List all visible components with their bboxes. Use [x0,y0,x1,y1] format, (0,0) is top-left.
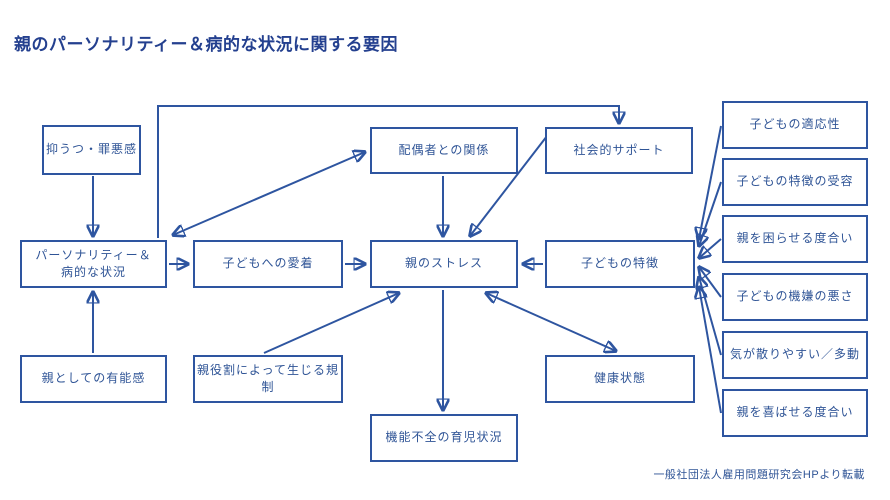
edge-personality-to-socialsupport [157,105,619,238]
node-personality: パーソナリティー＆ 病的な状況 [20,240,167,288]
edge-health-stress-both [486,293,616,351]
edge-troubling-to-childtraits [699,238,722,258]
edge-rolerestriction-to-stress [263,293,399,354]
node-role-restriction: 親役割によって生じる規制 [193,355,343,403]
node-acceptance: 子どもの特徴の受容 [722,158,868,206]
edge-adaptability-to-childtraits [699,125,722,239]
edge-acceptance-to-childtraits [699,181,722,246]
node-pleasing: 親を喜ばせる度合い [722,389,868,437]
node-child-traits: 子どもの特徴 [545,240,695,288]
node-depression: 抑うつ・罪悪感 [42,125,141,175]
node-adaptability: 子どもの適応性 [722,101,868,149]
edge-moodiness-to-childtraits [699,267,722,298]
edge-personality-spouse-both [173,152,365,235]
edge-socialsupport-to-stress [470,135,548,236]
node-moodiness: 子どもの機嫌の悪さ [722,273,868,321]
edge-pleasing-to-childtraits [699,287,722,414]
node-health: 健康状態 [545,355,695,403]
node-stress: 親のストレス [370,240,518,288]
node-competence: 親としての有能感 [20,355,167,403]
node-distractible: 気が散りやすい／多動 [722,331,868,379]
node-spouse: 配偶者との関係 [370,127,518,174]
node-social-support: 社会的サポート [545,127,693,174]
node-troubling: 親を困らせる度合い [722,215,868,263]
source-caption: 一般社団法人雇用問題研究会HPより転載 [653,469,865,481]
edge-distractible-to-childtraits [699,277,722,356]
node-dysfunctional: 機能不全の育児状況 [370,414,518,462]
page-title: 親のパーソナリティー＆病的な状況に関する要因 [14,35,398,54]
node-attachment: 子どもへの愛着 [193,240,343,288]
